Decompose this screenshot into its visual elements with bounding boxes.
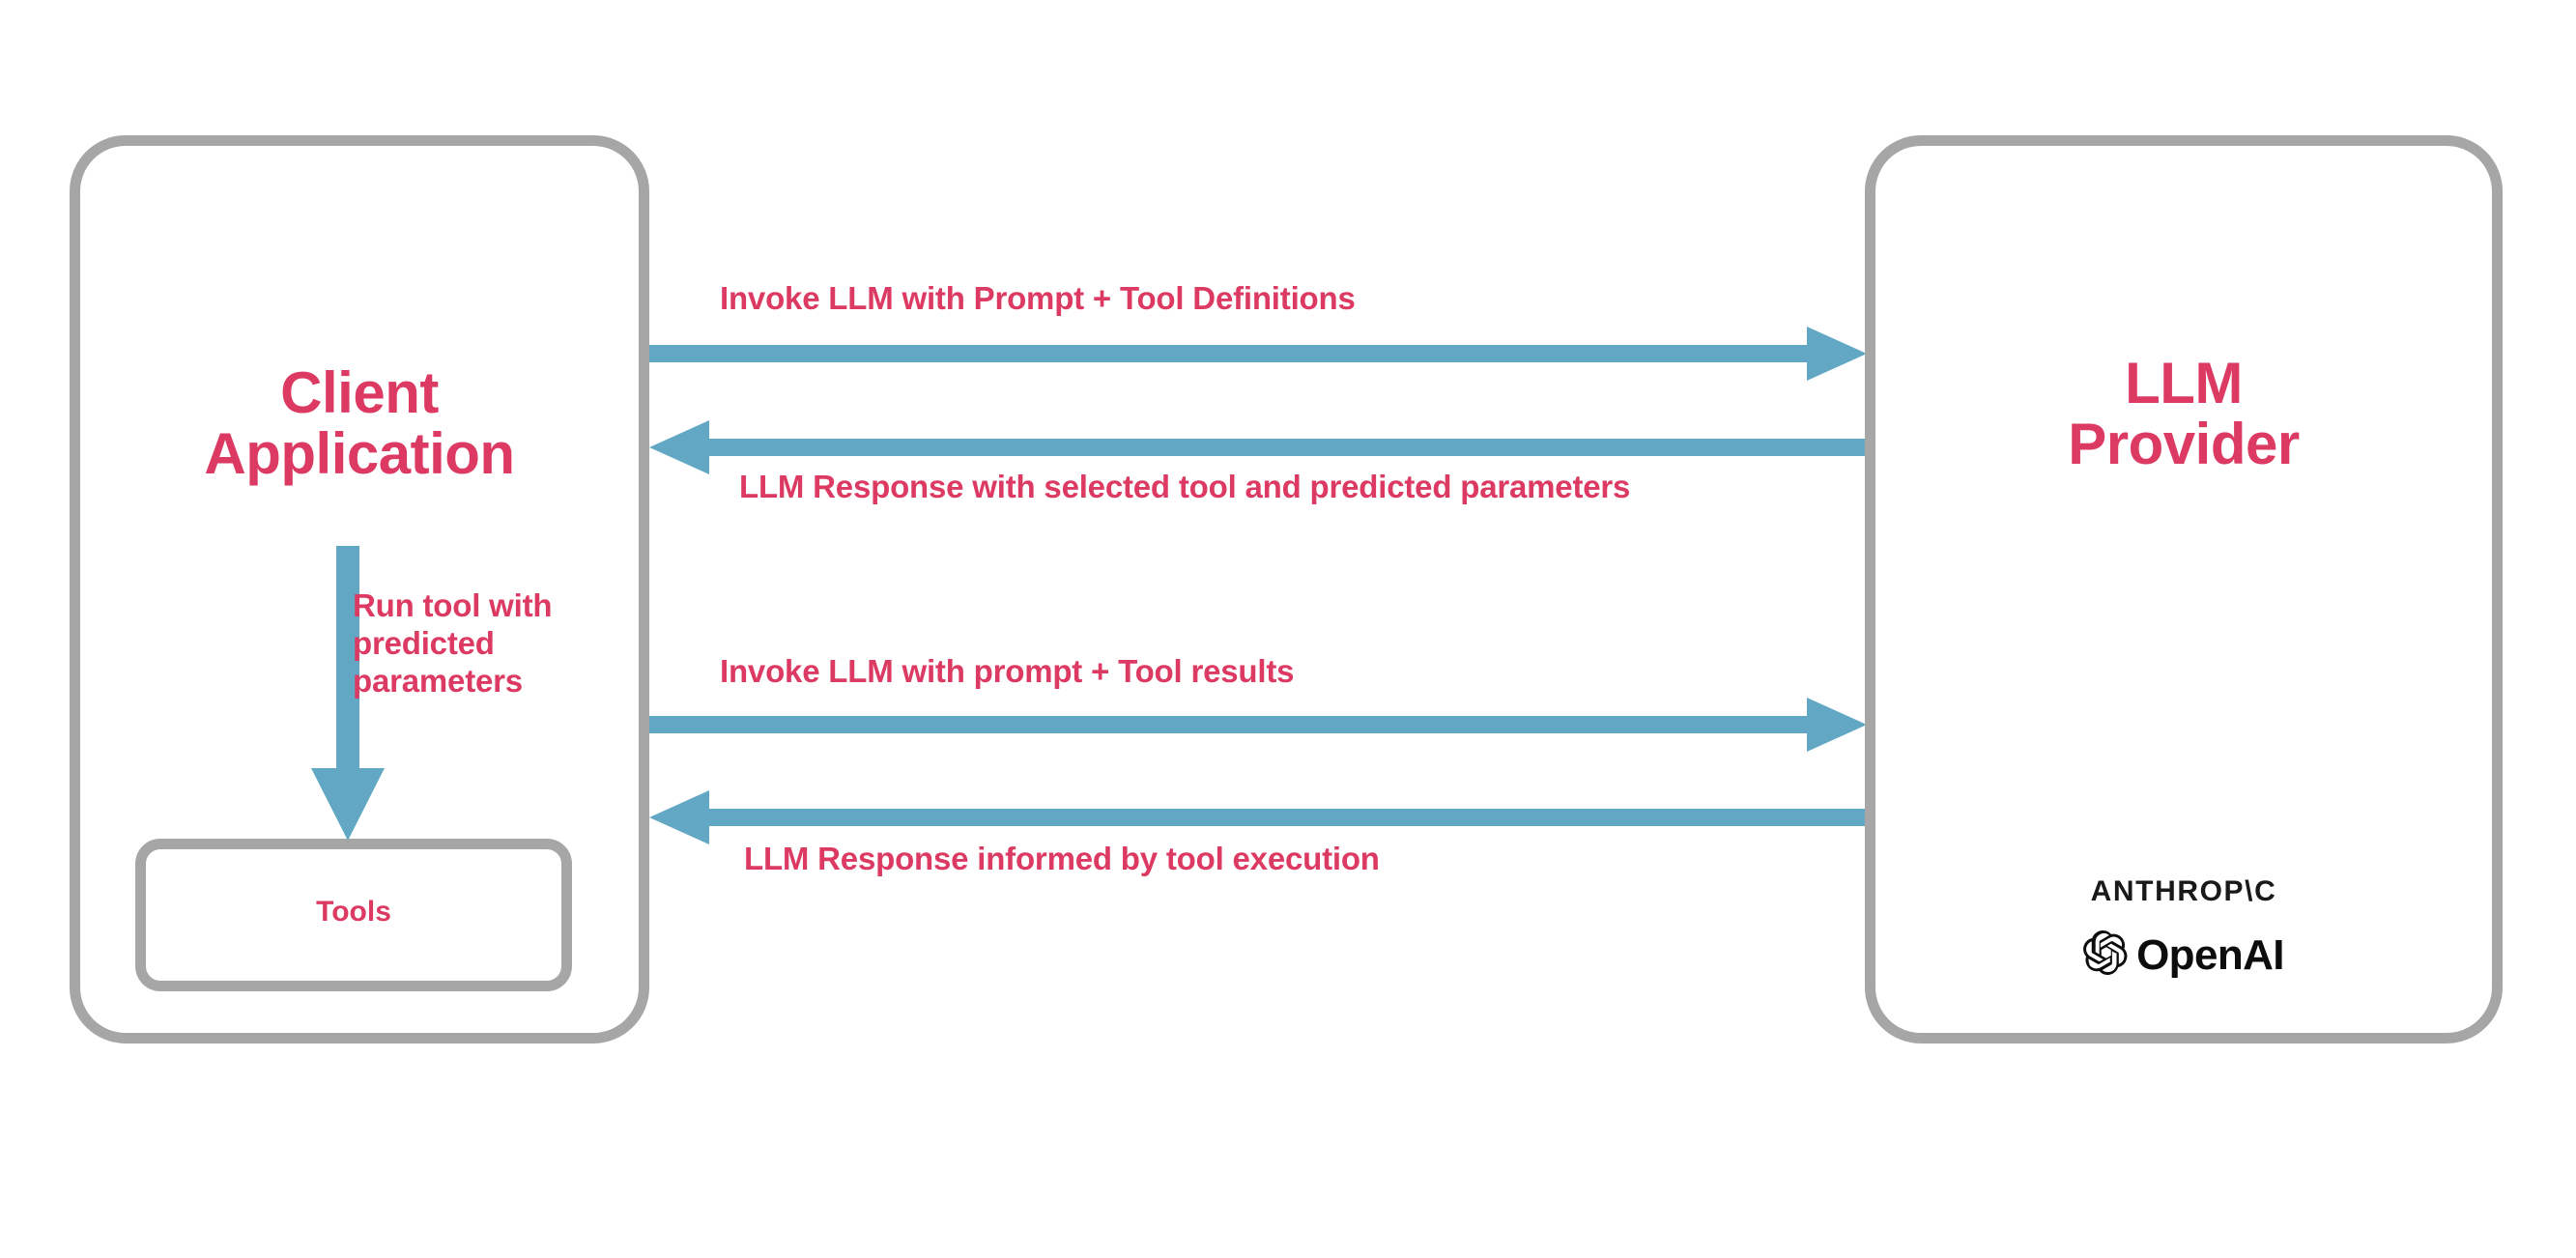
run-tool-arrow-icon (311, 546, 385, 841)
client-application-title-line2: Application (204, 421, 515, 486)
client-application-title: Client Application (80, 362, 639, 484)
left-arrow-icon-llm-response-informed (649, 790, 1867, 844)
run-tool-arrow-label: Run tool with predicted parameters (353, 587, 553, 699)
openai-knot-icon (2083, 929, 2128, 980)
llm-provider-box[interactable]: LLM Provider ANTHROP\C OpenAI (1865, 135, 2503, 1044)
message-label-llm-response-selected-tool: LLM Response with selected tool and pred… (739, 469, 1631, 504)
llm-provider-title: LLM Provider (1875, 353, 2492, 474)
right-arrow-icon-invoke-llm-prompt-tools (649, 327, 1867, 381)
message-label-invoke-llm-tool-results: Invoke LLM with prompt + Tool results (720, 653, 1295, 689)
message-label-llm-response-informed: LLM Response informed by tool execution (744, 841, 1380, 876)
openai-logo: OpenAI (1875, 929, 2492, 980)
tools-box[interactable]: Tools (135, 839, 572, 991)
right-arrow-icon-invoke-llm-tool-results (649, 698, 1867, 752)
anthropic-logo: ANTHROP\C (2090, 875, 2277, 907)
left-arrow-icon-llm-response-selected-tool (649, 420, 1867, 474)
client-application-title-line1: Client (280, 360, 439, 425)
tools-label: Tools (316, 896, 391, 928)
openai-wordmark: OpenAI (2136, 930, 2284, 979)
llm-provider-title-line2: Provider (2068, 412, 2300, 476)
llm-provider-title-line1: LLM (2125, 351, 2243, 415)
message-label-invoke-llm-prompt-tools: Invoke LLM with Prompt + Tool Definition… (720, 280, 1356, 316)
